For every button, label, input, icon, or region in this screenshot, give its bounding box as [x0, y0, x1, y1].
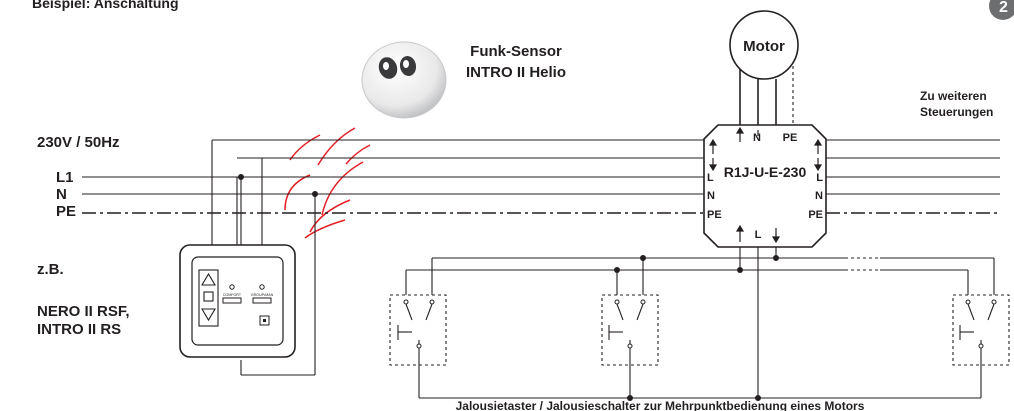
caption: Jalousietaster / Jalousieschalter zur Me…: [456, 399, 865, 411]
jalousie-switch-3: [952, 294, 1010, 380]
radio-waves: [284, 127, 371, 239]
jalousie-switch-1: [389, 294, 447, 380]
supply-label: 230V / 50Hz: [37, 134, 120, 151]
continuation-line2: Steuerungen: [920, 105, 993, 119]
motor-label: Motor: [743, 38, 785, 55]
wall-switch-unit: COMFORT GROUP•MAN: [179, 244, 296, 358]
svg-text:COMFORT: COMFORT: [223, 293, 242, 297]
example-prefix: z.B.: [37, 261, 64, 278]
svg-text:L: L: [755, 229, 762, 241]
svg-text:N: N: [707, 190, 715, 202]
example-line1: NERO II RSF,: [37, 303, 130, 320]
sensor-model: INTRO II Helio: [466, 64, 566, 81]
page-title: Beispiel: Anschaltung: [32, 0, 179, 11]
jalousie-switch-2: [601, 294, 659, 380]
svg-text:PE: PE: [707, 209, 722, 221]
example-line2: INTRO II RS: [37, 321, 121, 338]
continuation-line1: Zu weiteren: [920, 89, 987, 103]
svg-text:L: L: [816, 172, 823, 184]
svg-text:L: L: [707, 172, 714, 184]
svg-text:N: N: [753, 132, 761, 144]
sensor-name: Funk-Sensor: [470, 43, 562, 60]
svg-text:PE: PE: [783, 132, 798, 144]
line-l1-label: L1: [56, 169, 74, 186]
svg-text:2: 2: [999, 0, 1008, 16]
control-module: R1J-U-E-230 N PE L N PE L N PE L: [703, 124, 827, 248]
page-badge: 2: [989, 0, 1014, 20]
line-n-label: N: [56, 186, 67, 203]
module-name: R1J-U-E-230: [724, 164, 807, 180]
svg-text:N: N: [815, 190, 823, 202]
svg-text:PE: PE: [808, 209, 823, 221]
svg-text:GROUP•MAN: GROUP•MAN: [251, 293, 274, 297]
radio-sensor-image: [361, 41, 447, 119]
motor: Motor: [729, 10, 799, 80]
line-pe-label: PE: [56, 203, 76, 220]
